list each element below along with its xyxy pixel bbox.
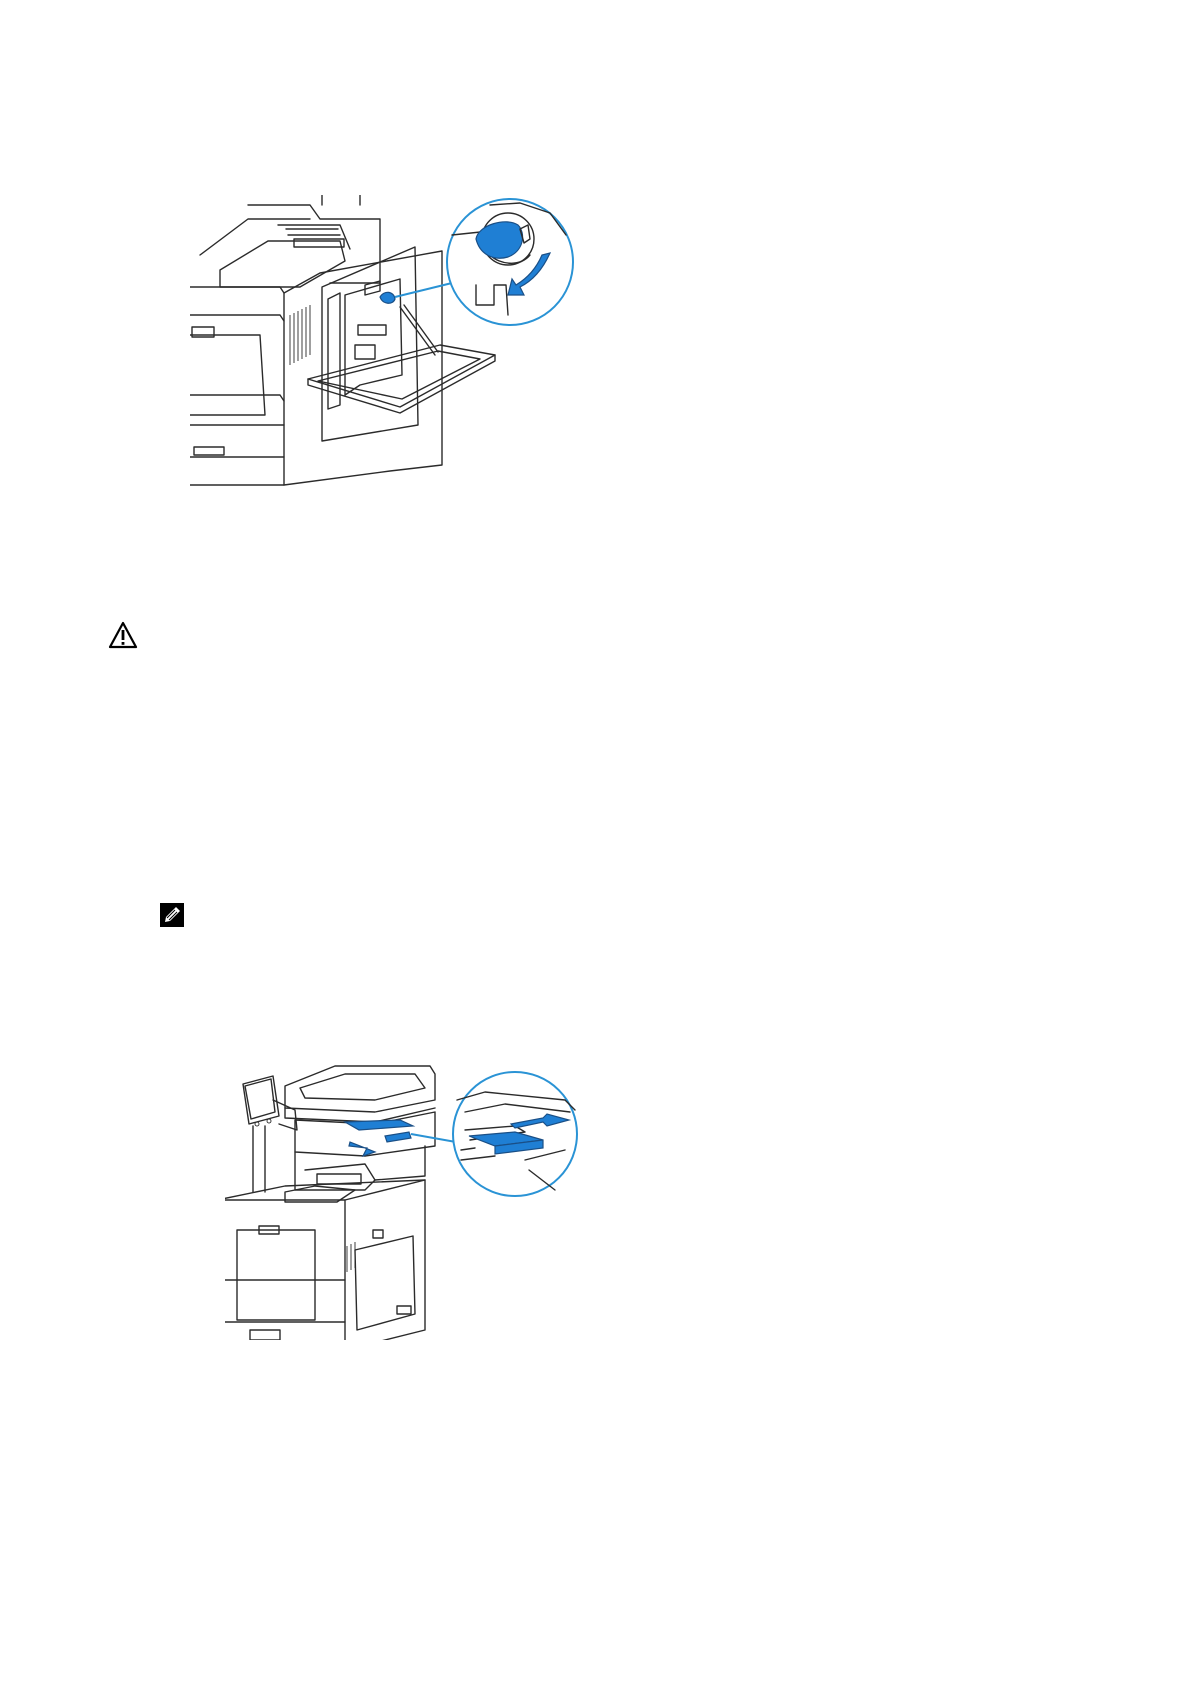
printer-tray-illustration [225, 1060, 625, 1340]
install-transfer-roller-cover-figure [225, 1060, 625, 1340]
note-pencil-icon [160, 903, 184, 927]
warning-triangle-icon [108, 621, 138, 649]
printer-lever-illustration [190, 195, 630, 495]
turn-lever-figure [190, 195, 630, 495]
